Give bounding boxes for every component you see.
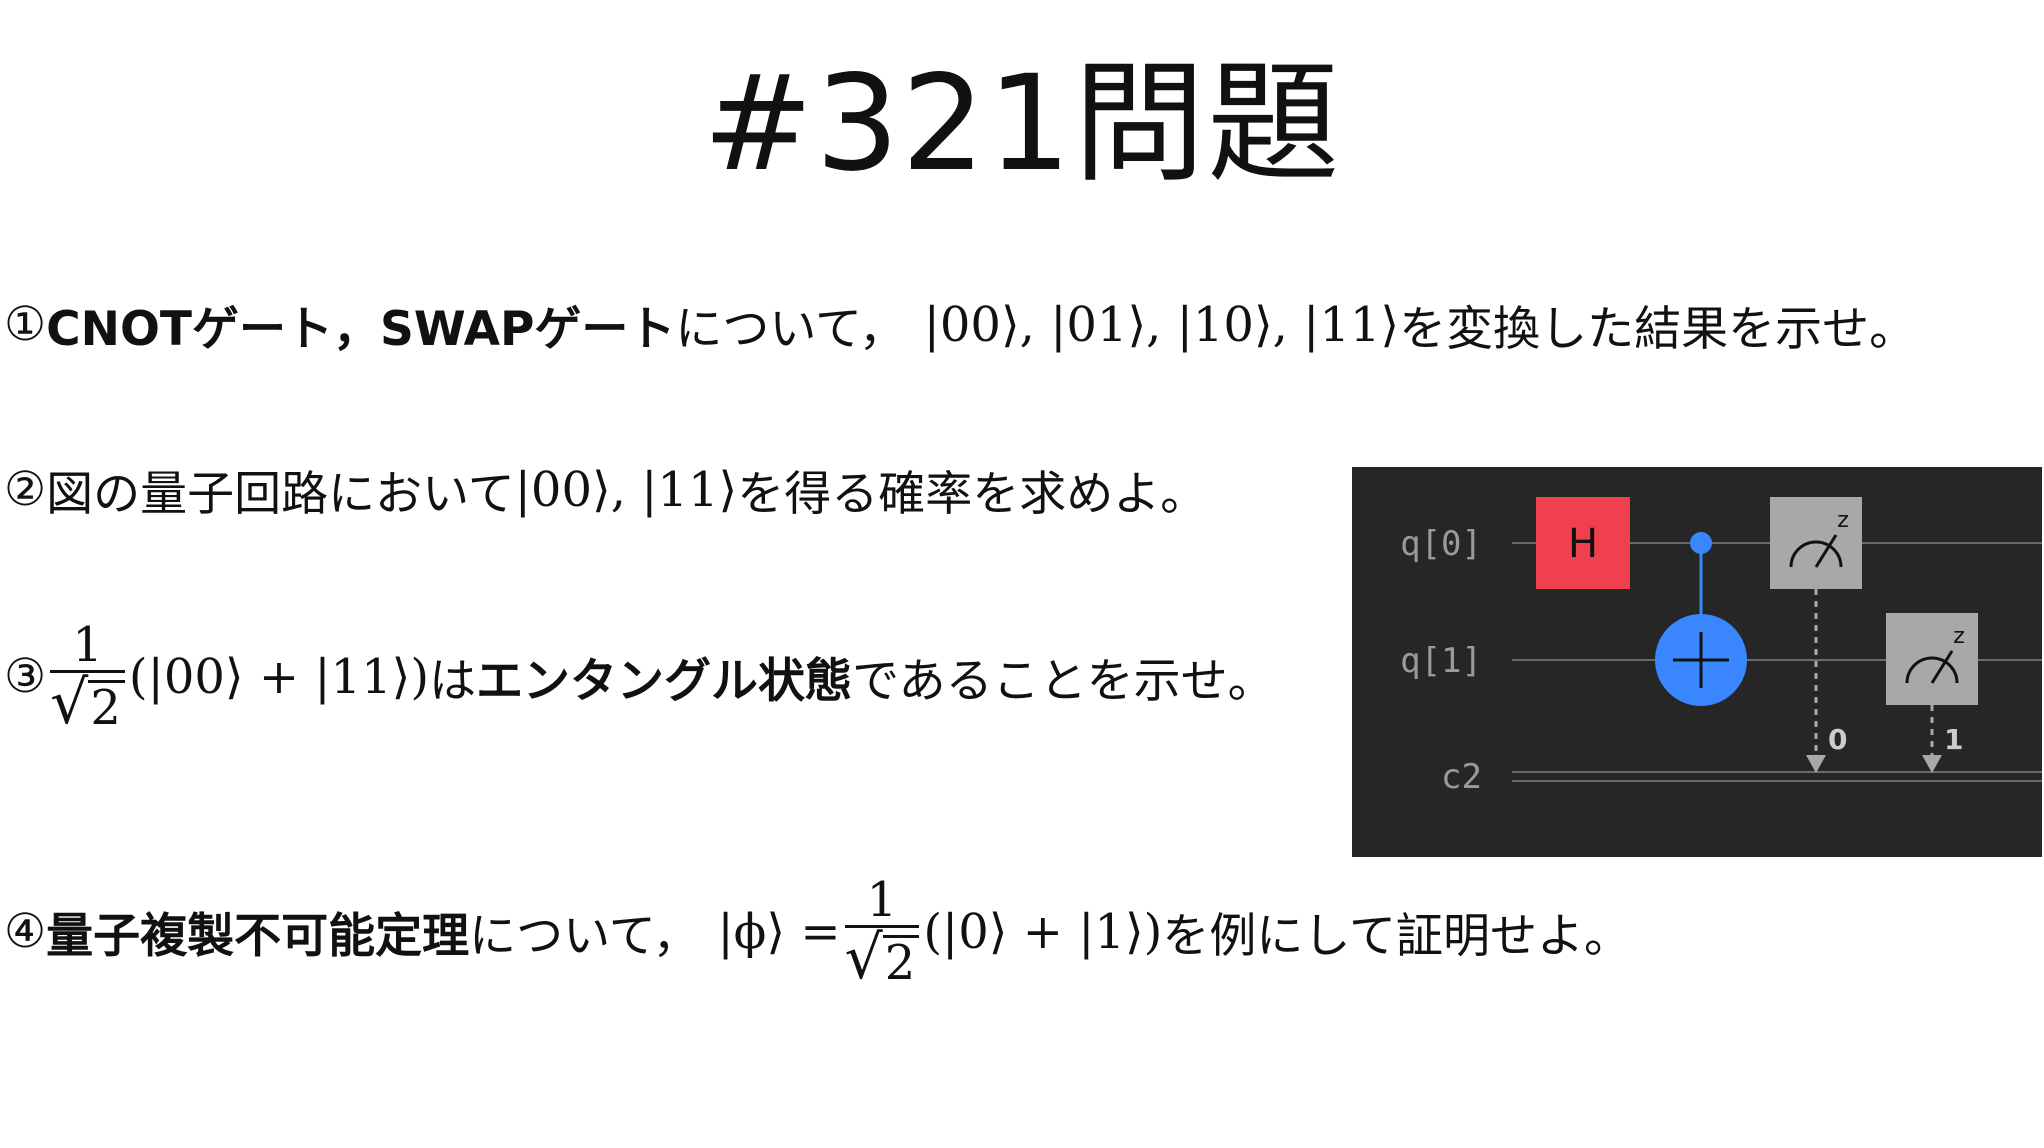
fraction: 1 √2 [844, 872, 920, 988]
meter-icon [1905, 656, 1959, 684]
sqrt-argument: 2 [882, 935, 920, 988]
ket-states: |00⟩, |11⟩ [514, 461, 738, 518]
meter-needle [1930, 650, 1954, 684]
question-text: について， [675, 302, 906, 357]
fraction: 1 √2 [50, 620, 125, 733]
question-text: を得る確率を求めよ。 [737, 467, 1208, 522]
meter-basis-label: z [1837, 508, 1849, 533]
qubit-label-0: q[0] [1400, 524, 1482, 564]
cnot-control-dot [1690, 532, 1712, 554]
sqrt-argument: 2 [88, 680, 125, 733]
question-3: ③ 1 √2 (|00⟩ + |11⟩) は エンタングル状態 であることを示せ… [4, 620, 1275, 734]
classical-bit-label-0: 0 [1828, 723, 1847, 756]
question-number: ② [4, 462, 47, 517]
question-number: ④ [4, 904, 47, 960]
question-text: であることを示せ。 [852, 654, 1275, 710]
meter-needle [1814, 534, 1838, 568]
question-text: を例にして証明せよ。 [1162, 909, 1631, 965]
meter-icon [1789, 540, 1843, 568]
question-4: ④ 量子複製不可能定理 について， |ϕ⟩ = 1 √2 (|0⟩ + |1⟩)… [4, 872, 1631, 989]
fraction-denominator: √2 [50, 673, 125, 733]
qubit-label-1: q[1] [1400, 641, 1482, 681]
question-text: を変換した結果を示せ。 [1399, 302, 1917, 357]
arrow-down-icon [1922, 755, 1942, 773]
classical-label: c2 [1441, 757, 1482, 797]
no-cloning-term: 量子複製不可能定理 [46, 909, 470, 965]
question-2: ② 図の量子回路において |00⟩, |11⟩ を得る確率を求めよ。 [4, 455, 1207, 524]
sqrt-icon: √ [50, 668, 89, 739]
entanglement-term: エンタングル状態 [476, 654, 853, 710]
quantum-circuit: q[0] q[1] c2 H z 0 z 1 [1352, 467, 2042, 857]
fraction-bar [844, 925, 920, 929]
h-gate-label: H [1568, 521, 1598, 567]
ket-states: |00⟩, |01⟩, |10⟩, |11⟩ [923, 296, 1400, 353]
superposition-state: (|0⟩ + |1⟩) [923, 903, 1163, 960]
fraction-bar [50, 670, 125, 674]
question-text: は [429, 654, 477, 710]
quantum-circuit-diagram: q[0] q[1] c2 H z 0 z 1 [1400, 497, 2042, 797]
meter-basis-label: z [1953, 624, 1965, 649]
cnot-gate-term: CNOTゲート [46, 302, 333, 357]
question-number: ③ [4, 649, 47, 705]
arrow-down-icon [1806, 755, 1826, 773]
sqrt-icon: √ [844, 923, 883, 994]
phi-ket: |ϕ⟩ = [717, 903, 841, 960]
comma: ， [332, 302, 380, 357]
swap-gate-term: SWAPゲート [379, 302, 676, 357]
question-text: 図の量子回路において [46, 467, 515, 522]
page-title: #321問題 [702, 47, 1342, 201]
question-text: について， [469, 909, 700, 965]
fraction-numerator: 1 [866, 872, 898, 928]
fraction-denominator: √2 [845, 928, 920, 988]
question-number: ① [4, 297, 47, 352]
entangled-state: (|00⟩ + |11⟩) [128, 648, 430, 705]
h-gate [1536, 497, 1630, 589]
classical-bit-label-1: 1 [1944, 723, 1963, 756]
fraction-numerator: 1 [72, 617, 103, 673]
question-1: ① CNOTゲート ， SWAPゲート について， |00⟩, |01⟩, |1… [4, 290, 1916, 359]
